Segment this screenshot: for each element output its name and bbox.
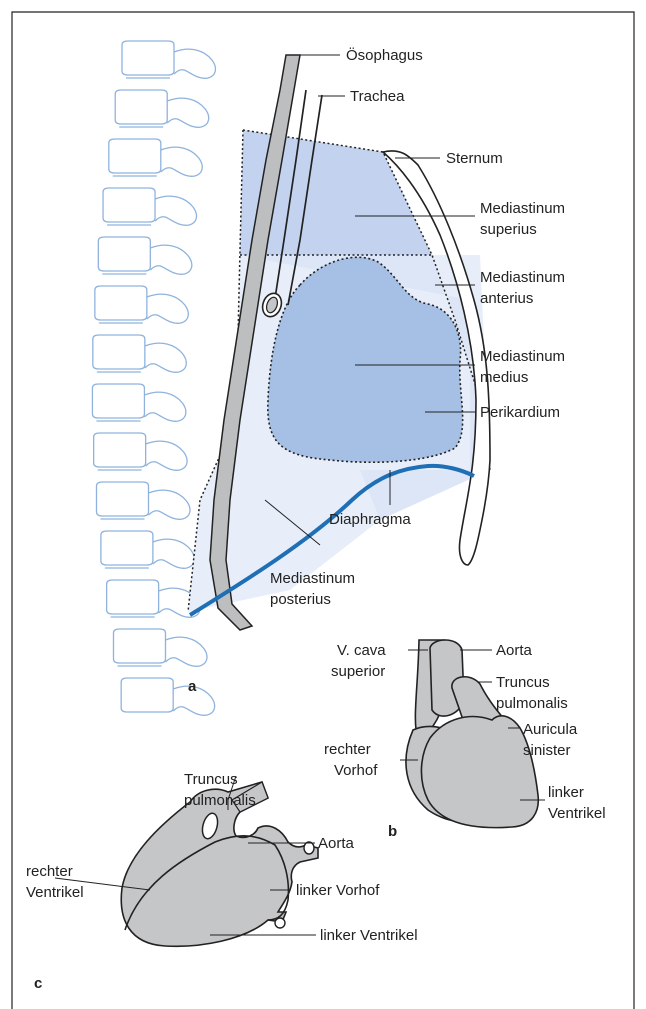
vertebra-process xyxy=(155,196,196,225)
label-b-rvorhof-1: rechter xyxy=(324,741,371,758)
label-c-truncus-1: Truncus xyxy=(184,771,238,788)
label-b-auricula-1: Auricula xyxy=(523,721,578,738)
label-sternum: Sternum xyxy=(446,150,503,167)
label-b-auricula-2: sinister xyxy=(523,742,571,759)
vertebra-process xyxy=(167,98,208,127)
label-b-truncus-2: pulmonalis xyxy=(496,695,568,712)
panel-label-a: a xyxy=(188,678,197,695)
vertebra-body xyxy=(121,678,173,712)
label-mediastinum-posterius-2: posterius xyxy=(270,591,331,608)
label-mediastinum-medius-2: medius xyxy=(480,369,528,386)
label-b-rvorhof-2: Vorhof xyxy=(334,762,378,779)
label-c-lventrikel: linker Ventrikel xyxy=(320,927,418,944)
label-c-rventrikel-2: Ventrikel xyxy=(26,884,84,901)
label-b-lventrikel-1: linker xyxy=(548,784,584,801)
vertebra-body xyxy=(93,335,145,369)
panel-b-heart-illustration xyxy=(406,640,538,828)
vertebra-body xyxy=(94,433,146,467)
label-mediastinum-medius-1: Mediastinum xyxy=(480,348,565,365)
vertebra-body xyxy=(115,90,167,124)
label-perikardium: Perikardium xyxy=(480,404,560,421)
pulmonary-vein-lower xyxy=(275,918,285,928)
vertebra-process xyxy=(161,147,202,176)
vertebra-process xyxy=(144,392,185,421)
vertebra-process xyxy=(165,637,206,666)
vertebra-process xyxy=(149,490,190,519)
label-oesophagus: Ösophagus xyxy=(346,46,423,64)
vertebra-body xyxy=(113,629,165,663)
label-c-lvorhof: linker Vorhof xyxy=(296,882,380,899)
vertebra-body xyxy=(95,286,147,320)
panel-label-c: c xyxy=(34,975,42,992)
label-diaphragma: Diaphragma xyxy=(329,511,411,528)
vertebra-process xyxy=(174,49,215,78)
vertebra-process xyxy=(146,441,187,470)
label-b-vcava-2: superior xyxy=(331,663,385,680)
label-c-rventrikel-1: rechter xyxy=(26,863,73,880)
label-b-truncus-1: Truncus xyxy=(496,674,550,691)
vertebral-column xyxy=(92,41,215,715)
label-trachea: Trachea xyxy=(350,88,405,105)
vertebra-process xyxy=(153,539,194,568)
label-c-truncus-2: pulmonalis xyxy=(184,792,256,809)
vertebra-body xyxy=(92,384,144,418)
label-mediastinum-superius-2: superius xyxy=(480,221,537,238)
vertebra-process xyxy=(150,245,191,274)
vertebra-body xyxy=(109,139,161,173)
pulmonary-vein-upper xyxy=(304,842,314,854)
panel-label-b: b xyxy=(388,823,397,840)
vertebra-body xyxy=(98,237,150,271)
vertebra-process xyxy=(145,343,186,372)
label-mediastinum-superius-1: Mediastinum xyxy=(480,200,565,217)
label-mediastinum-posterius-1: Mediastinum xyxy=(270,570,355,587)
vertebra-body xyxy=(107,580,159,614)
vertebra-body xyxy=(122,41,174,75)
label-mediastinum-anterius-1: Mediastinum xyxy=(480,269,565,286)
label-b-lventrikel-2: Ventrikel xyxy=(548,805,606,822)
label-mediastinum-anterius-2: anterius xyxy=(480,290,533,307)
vertebra-body xyxy=(101,531,153,565)
heart-b-main-shape xyxy=(421,716,538,828)
label-c-aorta: Aorta xyxy=(318,835,355,852)
vertebra-body xyxy=(97,482,149,516)
vertebra-process xyxy=(147,294,188,323)
label-b-vcava-1: V. cava xyxy=(337,642,386,659)
vertebra-body xyxy=(103,188,155,222)
label-b-aorta: Aorta xyxy=(496,642,533,659)
panel-a-illustration xyxy=(92,41,490,715)
